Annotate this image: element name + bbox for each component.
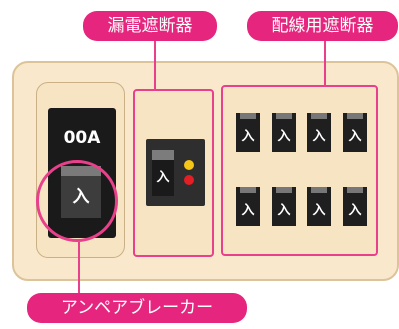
earth-leakage-switch: 入: [152, 160, 174, 196]
wiring-breaker-label: 配線用遮断器: [247, 11, 398, 41]
wiring-breaker: 入: [343, 113, 367, 152]
wiring-breaker-switch: 入: [241, 129, 255, 144]
ampere-callout-line: [78, 242, 80, 293]
wiring-breaker-switch: 入: [312, 129, 326, 144]
wiring-breaker-box: [221, 85, 378, 256]
wiring-breaker-switch: 入: [312, 203, 326, 218]
wiring-breaker-switch: 入: [277, 129, 291, 144]
wiring-breaker-switch: 入: [348, 203, 362, 218]
wiring-breaker: 入: [343, 187, 367, 226]
test-button-yellow: [184, 160, 194, 170]
wiring-breaker-switch: 入: [348, 129, 362, 144]
wiring-breaker: 入: [272, 187, 296, 226]
ampere-rating: 00A: [63, 128, 101, 148]
wiring-breaker: 入: [272, 113, 296, 152]
ampere-switch-highlight-ring: [36, 160, 118, 242]
wiring-breaker: 入: [307, 187, 331, 226]
wiring-breaker-switch: 入: [277, 203, 291, 218]
wiring-breaker: 入: [236, 113, 260, 152]
earth-leakage-breaker-label: 漏電遮断器: [83, 11, 217, 41]
elb-callout-line: [154, 41, 156, 89]
wiring-breaker-switch: 入: [241, 203, 255, 218]
wiring-callout-line: [324, 41, 326, 85]
earth-leakage-switch-cap: [152, 150, 174, 160]
wiring-breaker: 入: [236, 187, 260, 226]
wiring-breaker: 入: [307, 113, 331, 152]
ampere-breaker-label: アンペアブレーカー: [27, 293, 247, 323]
indicator-red: [184, 175, 194, 185]
